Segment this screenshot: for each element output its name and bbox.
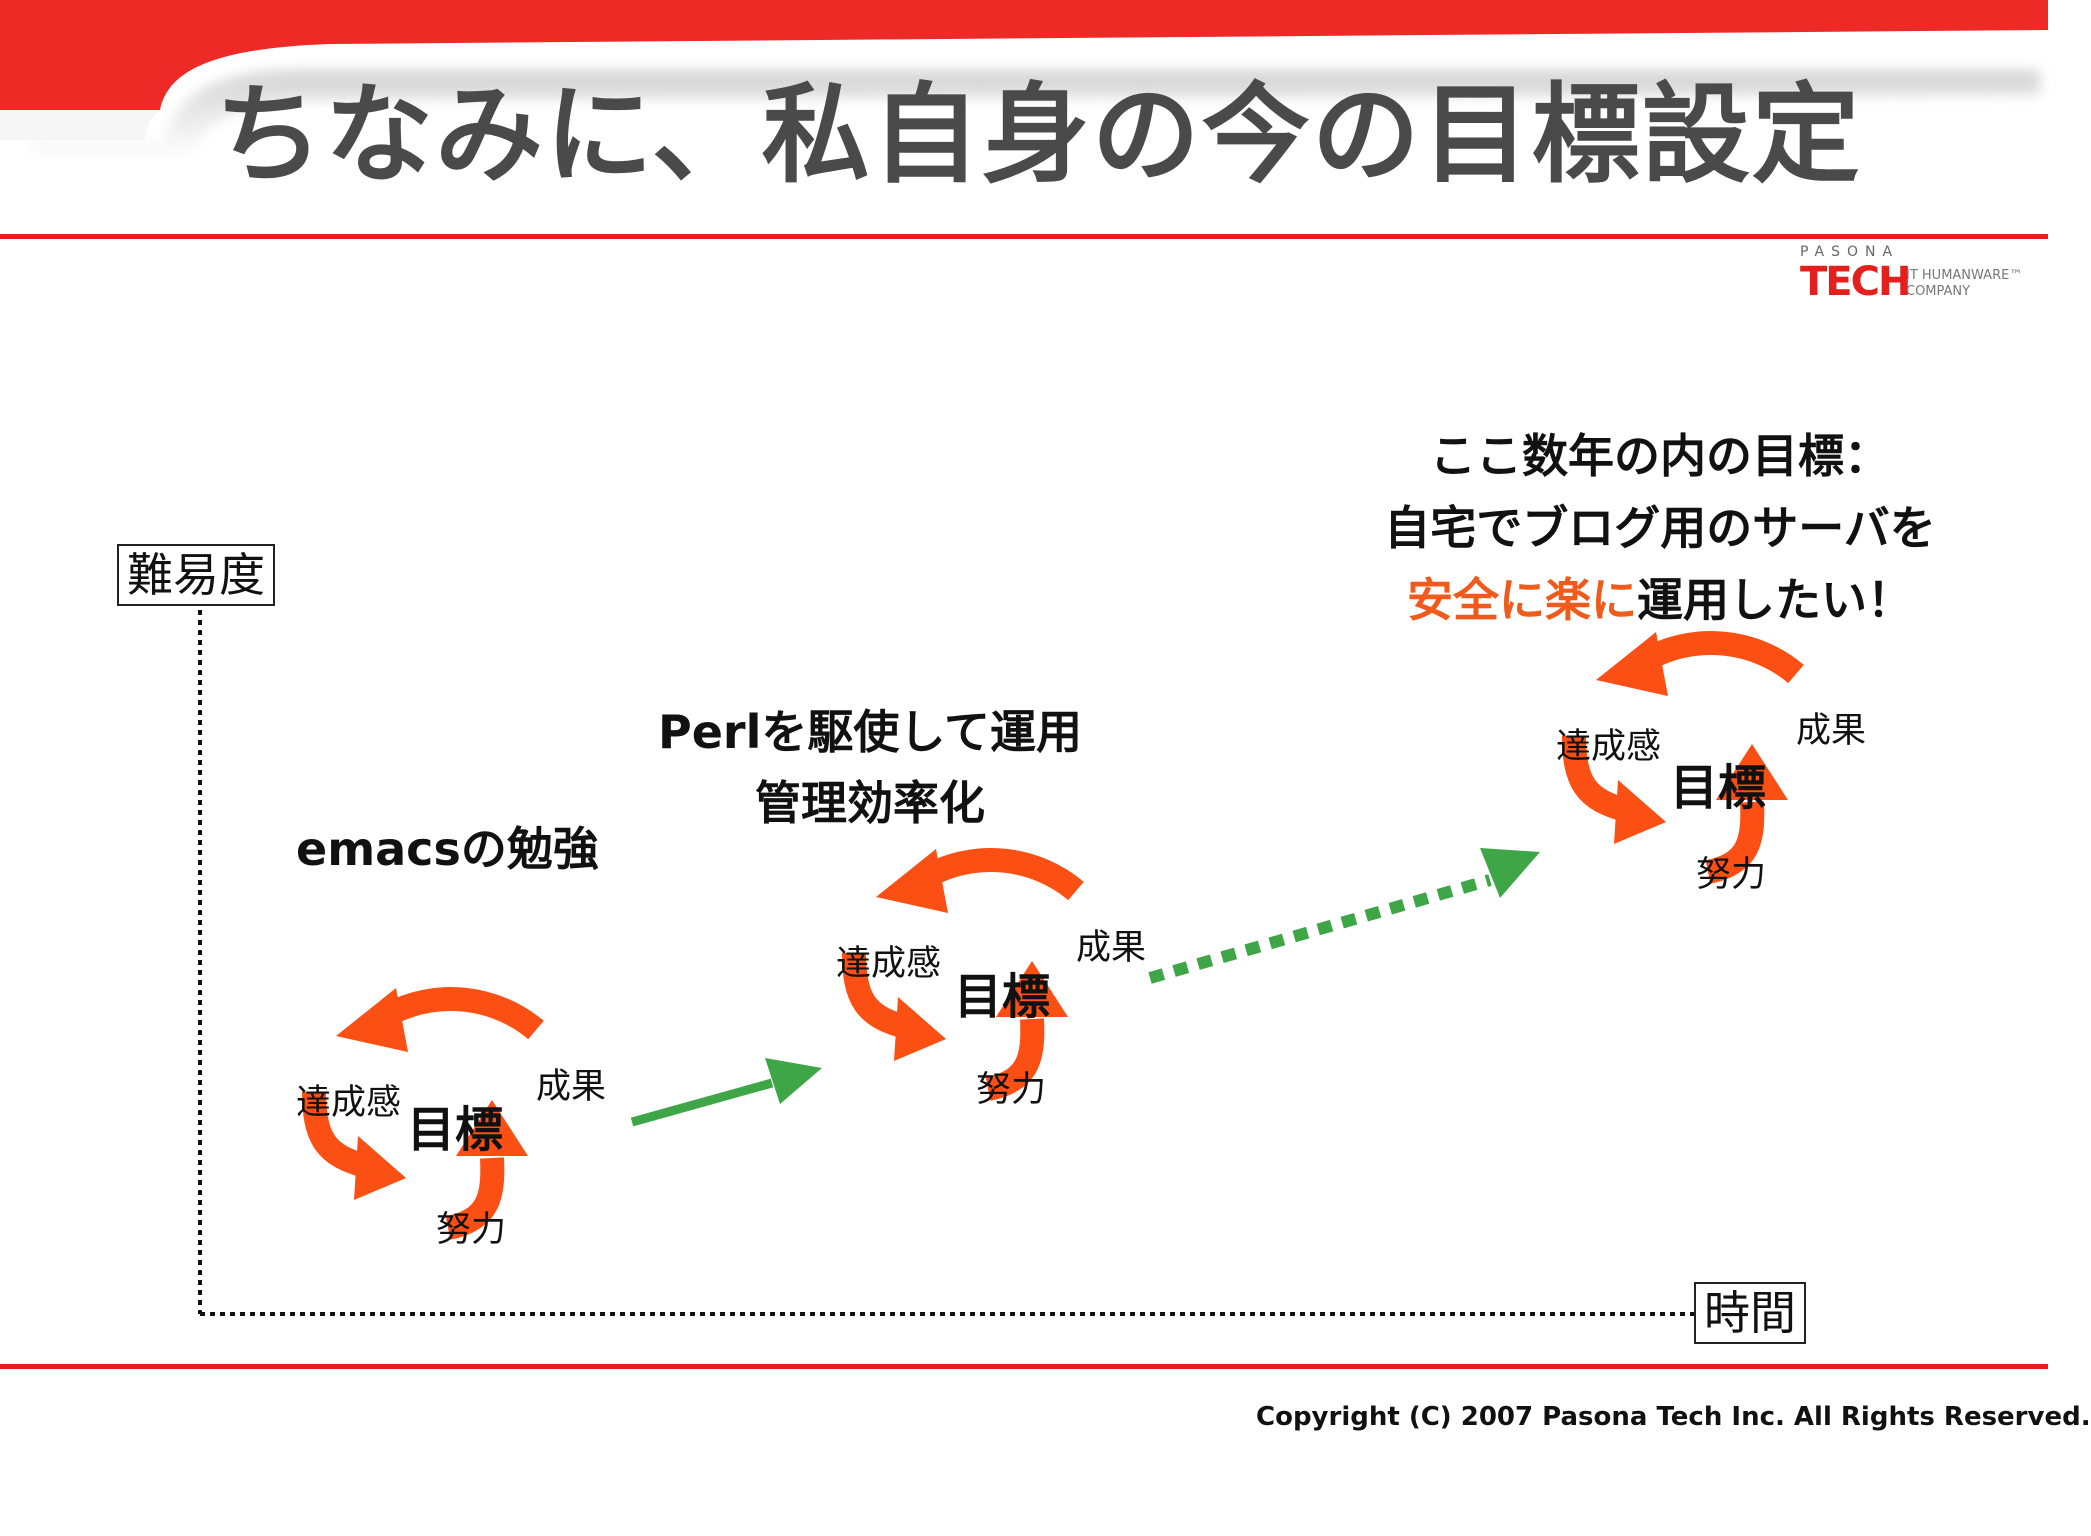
goal-3-title-highlight: 安全に楽に [1407,573,1637,627]
goal-2-title-line1: Perlを駆使して運用 [658,705,1082,759]
goal-2-cycle-arrows [842,848,1084,1101]
goal-3-center: 目標 [1670,760,1767,816]
goal-2-arrow-top-head [876,849,948,913]
logo-tagline: IT HUMANWARE™ COMPANY [1906,268,2022,300]
page-title: ちなみに、私自身の今の目標設定 [215,73,1862,198]
goal-1-arrow-top-shaft [380,987,544,1040]
goal-3-label-effort: 努力 [1696,855,1767,895]
goal-3-label-result: 成果 [1796,711,1867,751]
goal-3-arrow-top-head [1596,632,1668,696]
progress-arrow-1 [630,1058,822,1127]
goal-2-arrow-left-shaft [842,952,910,1039]
goal-3-cycle-arrows [1562,631,1804,884]
goal-1-label-result: 成果 [536,1067,607,1107]
goal-3-title-rest: 運用したい！ [1637,573,1913,627]
goal-1-arrow-left-shaft [302,1091,370,1178]
logo-tech-text: TECH [1800,259,1911,305]
goal-3-title-line1: ここ数年の内の目標： [1430,429,1890,483]
goal-2-label-effort: 努力 [976,1070,1047,1110]
goal-3-title-line2: 自宅でブログ用のサーバを [1384,501,1936,555]
header-decoration [0,0,2048,160]
goal-3-arrow-left-shaft [1562,735,1630,822]
goal-3-arrow-top-shaft [1640,631,1804,684]
goal-2-title-line2: 管理効率化 [755,776,985,830]
goal-2-label-result: 成果 [1076,928,1147,968]
goal-2-arrow-top-shaft [920,848,1084,901]
goal-1-label-effort: 努力 [436,1210,507,1250]
goal-3-title: ここ数年の内の目標： 自宅でブログ用のサーバを 安全に楽に運用したい！ [1330,420,1990,636]
goal-2-arrow-right-shaft [985,1018,1045,1101]
goal-1-arrow-left-head [354,1136,406,1200]
x-axis-label: 時間 [1694,1282,1806,1344]
goal-3-arrow-left-head [1614,780,1666,844]
goal-2-center: 目標 [954,969,1051,1025]
goal-cycles [302,631,1804,1240]
progress-arrow-2 [1148,848,1540,984]
logo-pasona-text: PASONA [1800,244,1900,260]
y-axis-label: 難易度 [117,544,275,606]
goal-2-arrow-left-head [894,997,946,1061]
goal-2-arrow-right-head [996,961,1068,1017]
copyright-text: Copyright (C) 2007 Pasona Tech Inc. All … [1256,1402,2091,1432]
slide-graphics [0,0,2048,1369]
goal-3-arrow-right-head [1716,744,1788,800]
goal-1-arrow-right-shaft [445,1157,505,1240]
goal-1-arrow-right-head [456,1100,528,1156]
footer-rule [0,1364,2048,1369]
logo-tagline-line1: IT HUMANWARE™ [1906,268,2023,283]
goal-2-label-achievement: 達成感 [836,944,942,984]
goal-1-label-achievement: 達成感 [296,1083,402,1123]
slide: ちなみに、私自身の今の目標設定 PASONA TECH IT HUMANWARE… [0,0,2091,1432]
goal-3-arrow-right-shaft [1705,801,1765,884]
goal-1-center: 目標 [407,1102,504,1158]
goal-1-title: emacsの勉強 [296,822,599,876]
header-rule [0,234,2048,239]
goal-1-cycle-arrows [302,987,544,1240]
goal-3-label-achievement: 達成感 [1556,727,1662,767]
goal-1-arrow-top-head [336,988,408,1052]
logo-tagline-line2: COMPANY [1906,284,1971,299]
goal-3-title-line3: 安全に楽に運用したい！ [1330,564,1990,636]
